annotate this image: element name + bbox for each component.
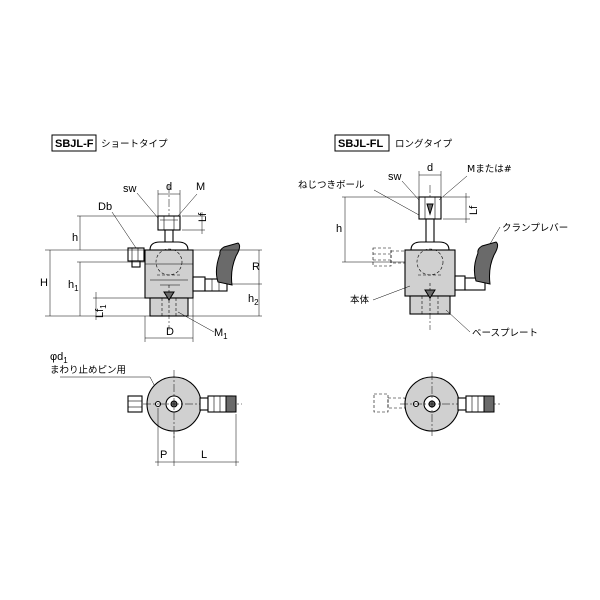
dim-h: h bbox=[72, 232, 78, 244]
long-type-dimensions: sw d Mまたは# ねじつきボール Lf h クランプレバー 本体 ベースプレ… bbox=[298, 162, 568, 339]
long-dim-sw: sw bbox=[388, 171, 402, 183]
dim-M1: M1 bbox=[214, 327, 228, 341]
base-plate-label: ベースプレート bbox=[472, 328, 538, 339]
dim-R: R bbox=[252, 261, 260, 273]
clamp-lever-label: クランプレバー bbox=[502, 223, 568, 234]
main-body-label: 本体 bbox=[350, 294, 370, 306]
dim-sw: sw bbox=[123, 183, 137, 195]
pin-note: まわり止めピン用 bbox=[50, 364, 126, 376]
long-type-title: SBJL-FL ロングタイプ bbox=[334, 134, 453, 152]
long-dim-h: h bbox=[336, 223, 342, 235]
short-type-front-view bbox=[127, 185, 241, 330]
dim-L: L bbox=[201, 449, 207, 461]
short-type-name: ショートタイプ bbox=[101, 139, 168, 150]
long-dim-Lf: Lf bbox=[468, 205, 480, 215]
dim-Lf: Lf bbox=[197, 212, 209, 222]
dim-d: d bbox=[166, 181, 172, 193]
short-type-dimensions: sw d M Db Lf h H h1 bbox=[40, 181, 262, 342]
dim-P: P bbox=[160, 449, 167, 461]
long-dim-M-or-hash: Mまたは# bbox=[467, 164, 512, 175]
dim-h1: h1 bbox=[68, 279, 79, 293]
dim-Lf1: Lf1 bbox=[94, 304, 108, 318]
dim-phi-d1: φd1 bbox=[50, 351, 68, 365]
dim-M: M bbox=[196, 181, 205, 193]
long-dim-d: d bbox=[427, 162, 433, 174]
dim-H: H bbox=[40, 277, 48, 289]
long-type-model: SBJL-FL bbox=[338, 138, 384, 150]
dim-h2: h2 bbox=[248, 293, 259, 307]
screw-ball-label: ねじつきボール bbox=[298, 180, 365, 191]
short-type-title: SBJL-F ショートタイプ bbox=[51, 134, 168, 152]
long-type-name: ロングタイプ bbox=[395, 138, 453, 150]
short-type-model: SBJL-F bbox=[55, 138, 94, 150]
long-type-front-view bbox=[372, 185, 499, 330]
dim-Db: Db bbox=[98, 201, 112, 213]
dim-D: D bbox=[166, 326, 174, 338]
short-type-top-view: φd1 まわり止めピン用 P L bbox=[50, 351, 242, 466]
long-type-top-view bbox=[373, 372, 500, 438]
